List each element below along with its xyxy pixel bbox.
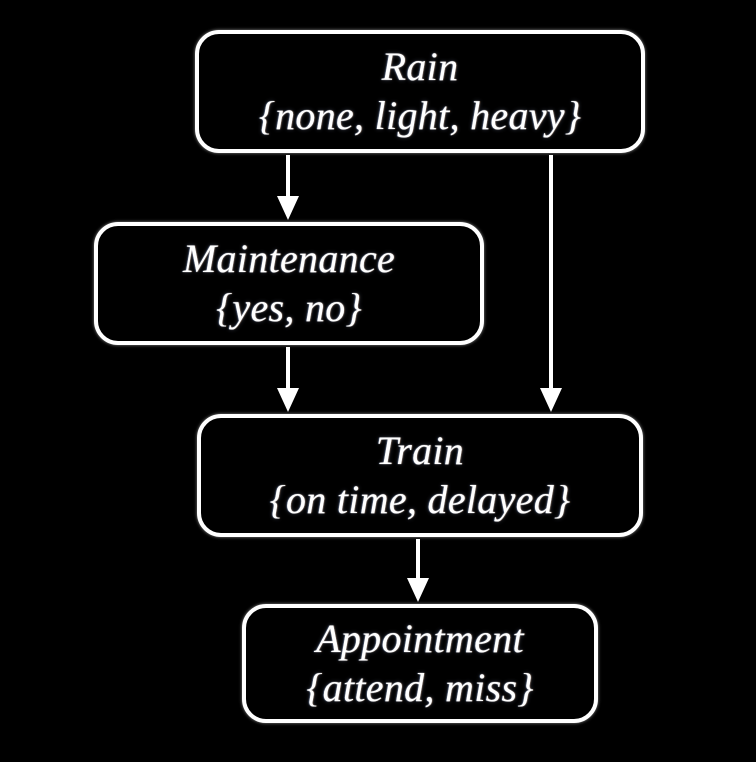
node-maintenance[interactable]: Maintenance {yes, no}	[94, 222, 484, 345]
node-train-title: Train	[375, 428, 465, 474]
edge-maintenance-to-train	[277, 347, 299, 412]
edge-rain-to-maintenance	[277, 155, 299, 220]
node-rain[interactable]: Rain {none, light, heavy}	[195, 30, 645, 153]
node-appointment[interactable]: Appointment {attend, miss}	[242, 604, 598, 723]
node-train-states: {on time, delayed}	[269, 476, 571, 522]
node-train[interactable]: Train {on time, delayed}	[197, 414, 643, 537]
node-rain-title: Rain	[381, 44, 459, 90]
node-maintenance-title: Maintenance	[182, 236, 396, 282]
edge-train-to-appointment	[407, 539, 429, 602]
node-appointment-states: {attend, miss}	[306, 664, 534, 710]
edge-rain-to-train	[540, 155, 562, 412]
node-appointment-title: Appointment	[316, 616, 524, 662]
node-maintenance-states: {yes, no}	[216, 284, 362, 330]
node-rain-states: {none, light, heavy}	[258, 92, 582, 138]
